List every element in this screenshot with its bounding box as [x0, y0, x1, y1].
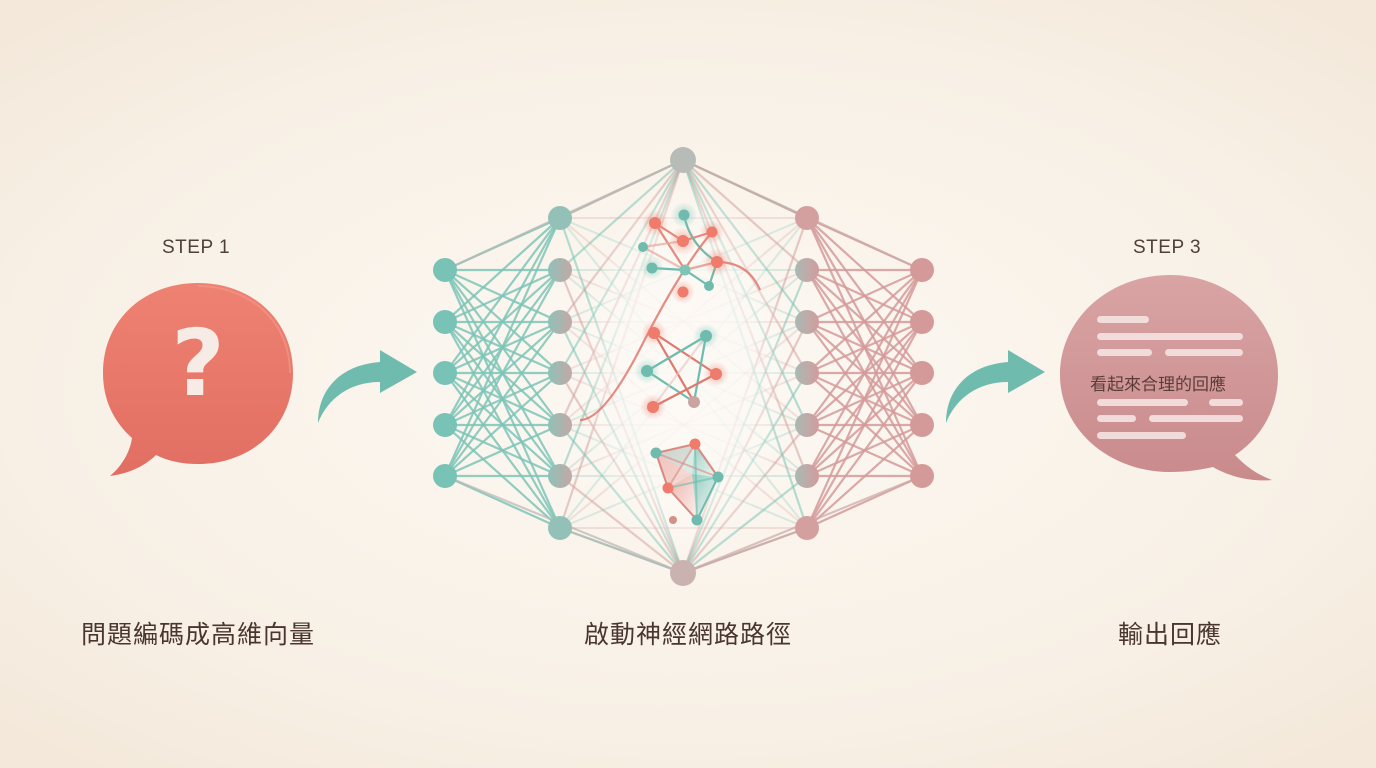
network-node	[433, 310, 457, 334]
step-3-label: STEP 3	[1133, 237, 1202, 258]
activation-cluster-middle	[634, 320, 729, 420]
network-node	[795, 258, 819, 282]
network-node	[910, 361, 934, 385]
curved-arrow-right-icon	[318, 350, 417, 423]
network-node	[433, 361, 457, 385]
step-1-caption: 問題編碼成高維向量	[81, 620, 316, 649]
network-node	[548, 464, 572, 488]
network-node	[548, 413, 572, 437]
network-node	[548, 206, 572, 230]
activation-cluster-top	[579, 202, 762, 422]
network-node	[433, 258, 457, 282]
edges-input-hidden1	[443, 216, 562, 530]
network-node	[910, 464, 934, 488]
question-bubble-icon	[103, 283, 293, 476]
network-node	[910, 258, 934, 282]
network-node	[670, 560, 696, 586]
network-node	[795, 516, 819, 540]
network-node	[910, 310, 934, 334]
network-node	[433, 413, 457, 437]
network-node	[548, 258, 572, 282]
network-node	[795, 464, 819, 488]
step-1-label: STEP 1	[162, 237, 231, 258]
response-bubble-icon	[1060, 275, 1278, 481]
question-mark-glyph: ?	[171, 310, 225, 417]
network-node	[548, 361, 572, 385]
response-bubble-text: 看起來合理的回應	[1090, 375, 1226, 395]
network-node	[548, 310, 572, 334]
network-node	[795, 206, 819, 230]
network-node	[795, 361, 819, 385]
network-node	[548, 516, 572, 540]
edges-hidden2-output	[805, 216, 924, 530]
step-2-caption: 啟動神經網路路徑	[584, 620, 793, 649]
network-node	[910, 413, 934, 437]
network-node	[795, 413, 819, 437]
curved-arrow-right-icon	[946, 350, 1045, 423]
step-3-caption: 輸出回應	[1118, 620, 1223, 649]
network-node	[670, 147, 696, 173]
network-nodes	[433, 147, 934, 586]
network-node	[433, 464, 457, 488]
network-node	[795, 310, 819, 334]
activation-cluster-polyhedron	[650, 438, 724, 526]
